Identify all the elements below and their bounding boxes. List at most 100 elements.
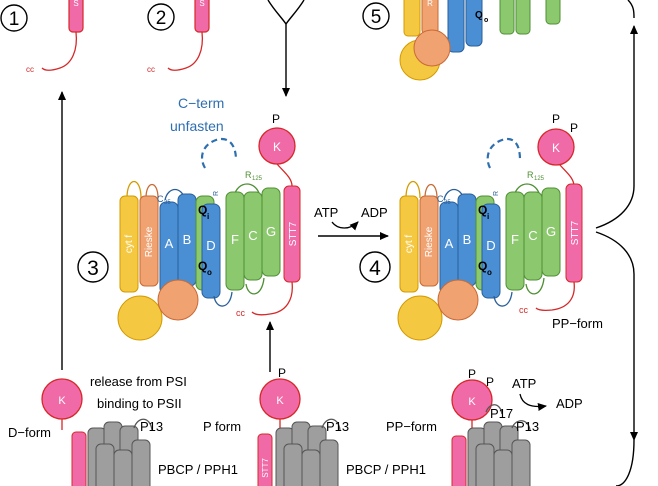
stt7-label-3: STT7: [288, 221, 299, 246]
step-3-circle: [77, 251, 109, 283]
step-1-fragment: 1 S cc: [0, 0, 84, 74]
svg-text:o: o: [484, 17, 488, 24]
rieske-helix-3: [139, 195, 159, 287]
p17-label: P17: [490, 406, 513, 421]
phospho-p-pform: P: [278, 366, 286, 380]
qi-label-3: Q: [198, 203, 207, 217]
helix-b-label-3: B: [183, 232, 192, 247]
step-4-number: 4: [369, 257, 381, 280]
svg-text:STT7: STT7: [261, 458, 270, 478]
helix-g-4: [541, 187, 561, 277]
cc-label-4: cc: [519, 305, 529, 315]
cc-label-2: cc: [147, 65, 155, 74]
step-1-circle: [0, 4, 28, 32]
step-5-number: 5: [371, 7, 382, 28]
cc-label-3: cc: [236, 308, 246, 318]
svg-text:125: 125: [534, 176, 545, 182]
helix-f-label-4: F: [511, 232, 519, 247]
cyt-f-helix-3: [119, 195, 139, 293]
helix-c-label-3: C: [248, 228, 257, 243]
helix-a-label-3: A: [165, 236, 174, 251]
rieske-label-5: R: [427, 0, 433, 8]
rieske-head-4: [437, 279, 479, 321]
stt7-label-2: S: [199, 0, 204, 8]
p-form-label: P form: [203, 419, 241, 434]
helix-d-3: [201, 203, 221, 299]
p13-label-1: P13: [140, 419, 163, 434]
complex-step-3: 3 C−term unfasten P K cyt f Rieske A B C…: [77, 95, 301, 341]
step-1-number: 1: [9, 9, 20, 30]
qo-label-3: Q: [198, 259, 207, 273]
svg-text:35: 35: [164, 200, 171, 206]
helix-g-label-3: G: [266, 224, 276, 239]
kinase-domain-4: [537, 128, 575, 166]
helix-d-4: [481, 203, 501, 299]
cyt-f-label-3: cyt f: [124, 235, 135, 254]
step-2-circle: [147, 3, 175, 31]
cterm-dashed-tail-4: [486, 137, 522, 169]
helix-g-label-4: G: [546, 224, 556, 239]
c35-label-3: C: [157, 194, 164, 204]
p13-label-2: P13: [326, 419, 349, 434]
cterm-line1: C−term: [178, 95, 224, 111]
cyt-f-helix-4: [399, 195, 419, 293]
psii-pp-form: P P K ATP ADP PP−form P17 P13: [386, 367, 583, 486]
step-3-number: 3: [87, 257, 99, 280]
step-5-circle: [362, 2, 390, 30]
step-5-fragment: 5 R Q o: [362, 0, 561, 81]
phospho-p-ppform-a: P: [468, 367, 476, 381]
psii-p-form: P K P form STT7 P13 PBCP / PPH1: [203, 366, 426, 486]
rieske-label-4: Rieske: [424, 226, 435, 257]
phospho-p-4a: P: [552, 112, 560, 126]
helix-d-label-3: D: [206, 238, 215, 253]
cyt-f-head-4: [397, 295, 443, 341]
release-line2: binding to PSII: [97, 396, 182, 411]
atp-label: ATP: [314, 205, 338, 220]
svg-text:K: K: [58, 395, 66, 407]
pp-form-label-bottom: PP−form: [386, 419, 437, 434]
cterm-line2: unfasten: [170, 118, 224, 134]
step-4-circle: [359, 251, 391, 283]
r125-label-4: R: [527, 170, 534, 180]
c35-label-4: C: [437, 194, 444, 204]
helix-b-label-4: B: [463, 232, 472, 247]
p13-label-3: P13: [516, 419, 539, 434]
qi-label-4: Q: [478, 203, 487, 217]
step-2-fragment: 2 S cc: [147, 0, 210, 74]
qo-label-4: Q: [478, 259, 487, 273]
helix-a-label-4: A: [445, 236, 454, 251]
stt7-label-4: STT7: [570, 220, 581, 245]
rieske-helix-4: [419, 195, 439, 287]
pp-form-label-right: PP−form: [552, 316, 603, 331]
svg-text:35: 35: [444, 200, 451, 206]
cyt-f-label-4: cyt f: [404, 235, 415, 254]
kinase-label-3: K: [273, 140, 281, 154]
phospho-p-ppform-b: P: [486, 375, 494, 389]
helix-g-3: [261, 187, 281, 277]
phospho-p-4b: P: [570, 121, 578, 135]
svg-text:i: i: [487, 212, 489, 221]
helix-f-label-3: F: [231, 232, 239, 247]
r125-label-3: R: [245, 170, 252, 180]
phospho-p-3: P: [272, 112, 280, 126]
psii-d-form: K release from PSI binding to PSII D−for…: [8, 374, 238, 486]
step-2-number: 2: [156, 8, 167, 29]
svg-text:K: K: [276, 395, 284, 407]
svg-text:o: o: [207, 268, 212, 277]
kinase-label-4: K: [552, 141, 560, 155]
svg-text:K: K: [468, 396, 476, 408]
r287-label-3: R: [213, 191, 220, 196]
d-form-label: D−form: [8, 425, 51, 440]
helix-d-label-4: D: [486, 238, 495, 253]
rieske-head-3: [157, 279, 199, 321]
svg-text:i: i: [207, 212, 209, 221]
release-line1: release from PSI: [90, 374, 187, 389]
stt7-tail-2: [167, 31, 204, 71]
merge-arrow: [267, 0, 305, 97]
cterm-dashed-tail: [200, 137, 238, 169]
stt7-label-1: S: [73, 0, 78, 8]
pbcp-label-2: PBCP / PPH1: [346, 462, 426, 477]
reaction-arrow: ATP ADP: [314, 205, 389, 240]
